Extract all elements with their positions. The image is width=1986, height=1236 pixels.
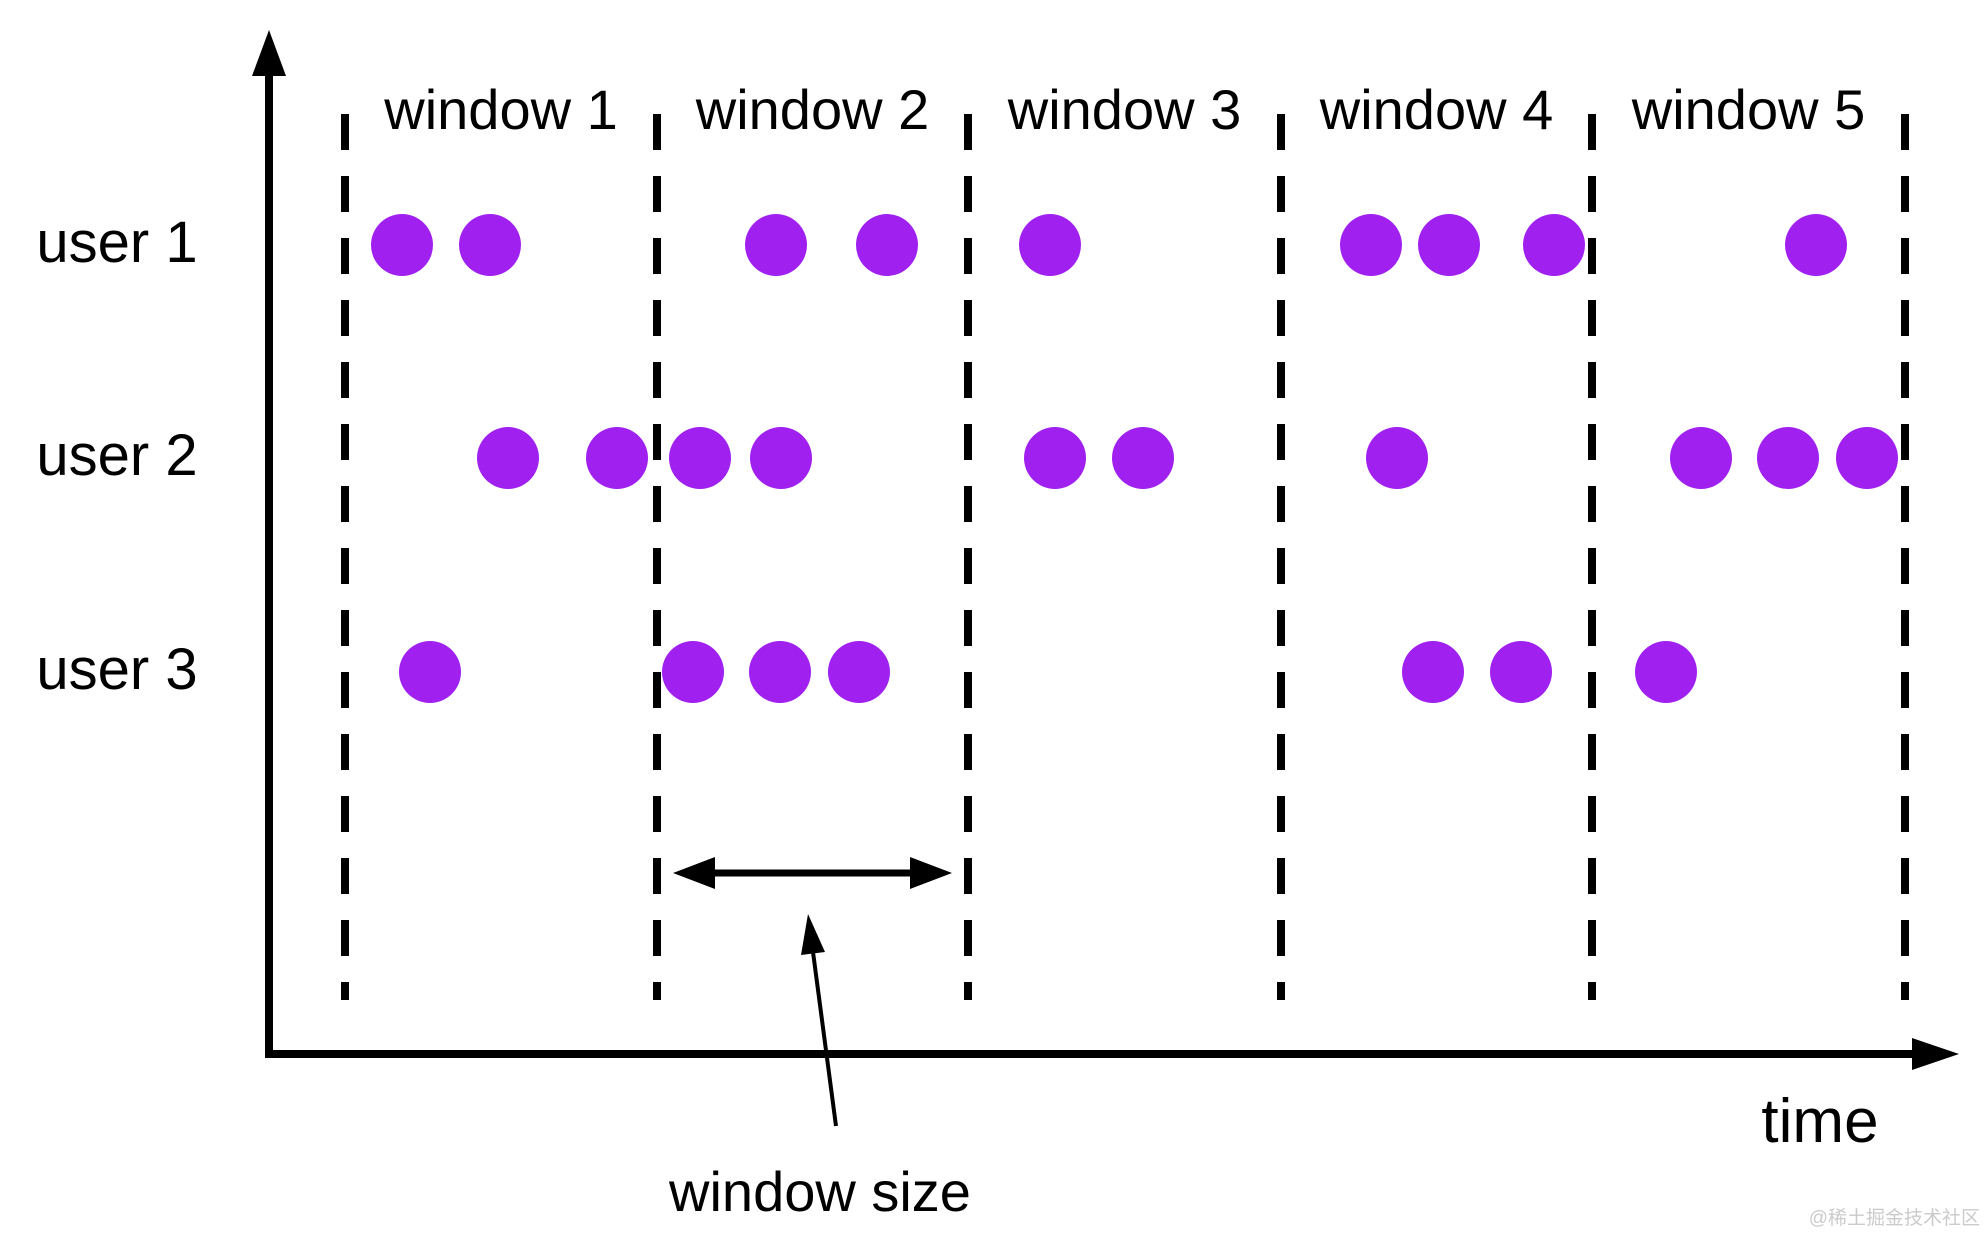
event-dot-user1-5 — [1019, 214, 1081, 276]
event-dot-user2-5 — [1024, 427, 1086, 489]
window-size-pointer-head — [801, 914, 825, 955]
event-dot-user2-6 — [1112, 427, 1174, 489]
user-label-1: user 1 — [36, 210, 198, 275]
window-label-5: window 5 — [1631, 78, 1866, 141]
event-dot-user1-9 — [1785, 214, 1847, 276]
event-dot-user1-7 — [1418, 214, 1480, 276]
window-label-1: window 1 — [384, 78, 618, 141]
event-dot-user1-2 — [459, 214, 521, 276]
user-label-2: user 2 — [36, 423, 198, 488]
event-dot-user1-1 — [371, 214, 433, 276]
event-dot-user3-2 — [662, 641, 724, 703]
window-size-label: window size — [669, 1160, 971, 1223]
x-axis-label: time — [1761, 1087, 1879, 1156]
event-dot-user1-6 — [1340, 214, 1402, 276]
x-axis-arrowhead — [1912, 1038, 1959, 1070]
window-size-arrow-left-head — [673, 857, 715, 889]
window-label-3: window 3 — [1007, 78, 1242, 141]
event-dot-user2-7 — [1366, 427, 1428, 489]
event-dot-user3-4 — [828, 641, 890, 703]
y-axis-arrowhead — [252, 30, 286, 76]
event-dot-user1-8 — [1523, 214, 1585, 276]
event-dot-user2-9 — [1757, 427, 1819, 489]
event-dot-user1-4 — [856, 214, 918, 276]
event-dot-user2-3 — [669, 427, 731, 489]
window-size-arrow-right-head — [910, 857, 952, 889]
watermark: @稀土掘金技术社区 — [1808, 1208, 1980, 1229]
event-dot-user2-4 — [750, 427, 812, 489]
event-dot-user2-1 — [477, 427, 539, 489]
event-dot-user1-3 — [745, 214, 807, 276]
user-label-3: user 3 — [36, 637, 198, 702]
event-dot-user2-8 — [1670, 427, 1732, 489]
event-dot-user3-3 — [749, 641, 811, 703]
event-dot-user2-2 — [586, 427, 648, 489]
window-label-2: window 2 — [695, 78, 930, 141]
window-size-pointer-line — [811, 951, 838, 1127]
event-dot-user3-7 — [1635, 641, 1697, 703]
event-dot-user3-1 — [399, 641, 461, 703]
event-dot-user3-6 — [1490, 641, 1552, 703]
event-dot-user3-5 — [1402, 641, 1464, 703]
window-label-4: window 4 — [1319, 78, 1554, 141]
event-dot-user2-10 — [1836, 427, 1898, 489]
